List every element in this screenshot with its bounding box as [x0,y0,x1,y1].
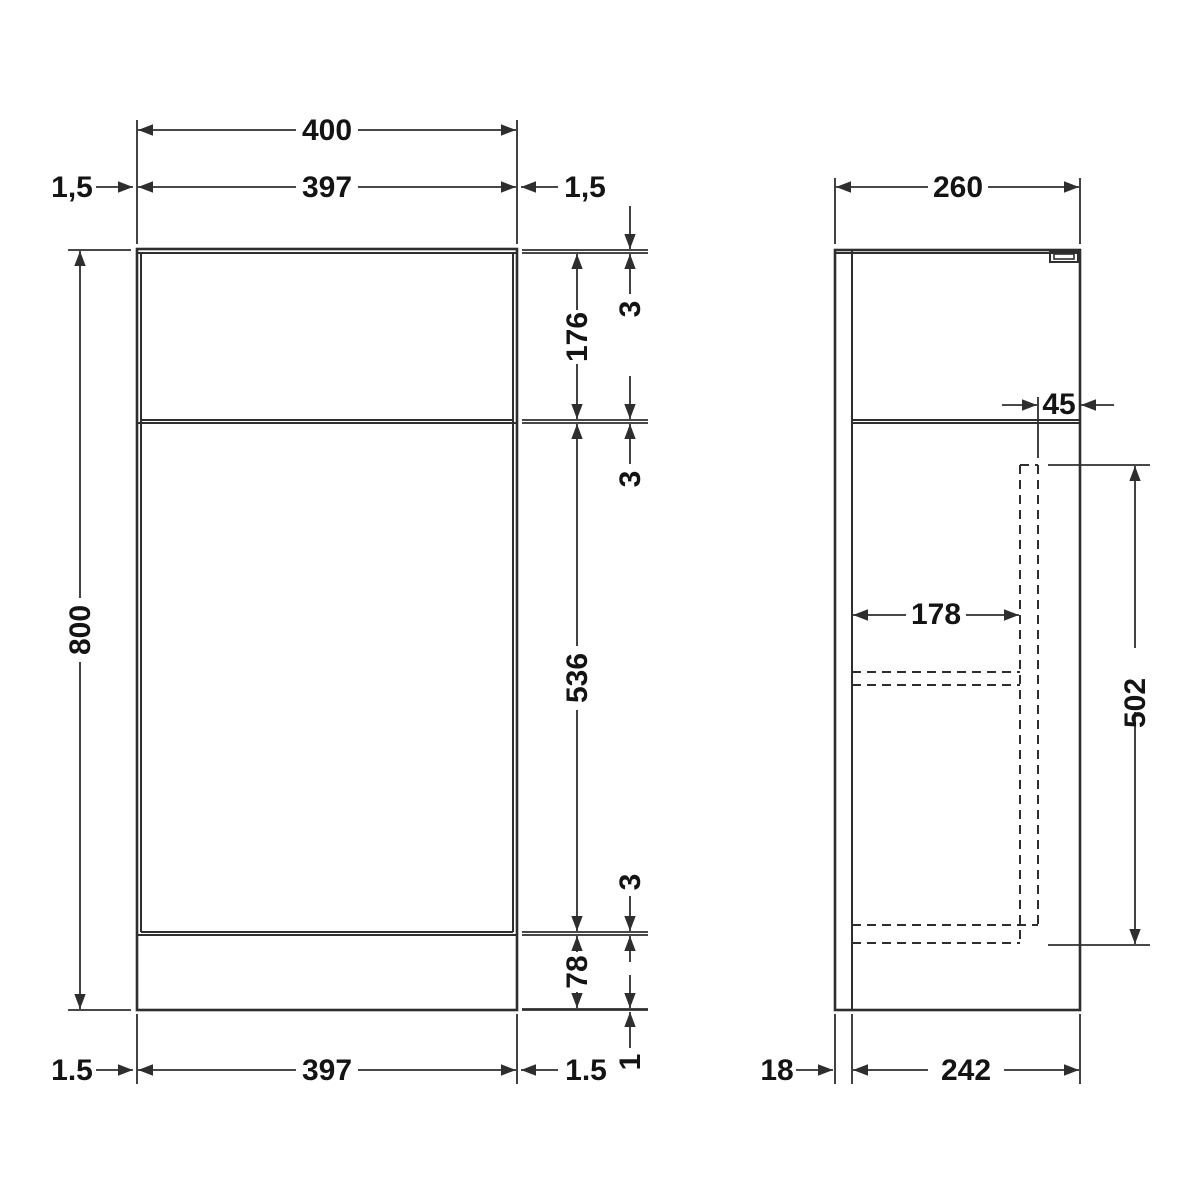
front-dim-inner-width-top: 397 [138,171,516,204]
side-dim-door-front-offset: 45 [1002,388,1114,421]
front-cabinet-outline [135,247,519,1012]
dim-label-lower-gap: 3 [614,874,647,891]
dim-label-base-depth: 242 [941,1054,991,1087]
front-cabinet-body [135,247,519,1012]
side-dim-overall-depth: 260 [836,171,1079,204]
dim-label-base-gap: 1 [614,1054,647,1071]
front-dim-top-panel-height: 176 [561,254,594,419]
front-dim-door-height: 536 [561,424,594,931]
dim-label-overall-height: 800 [64,605,97,655]
front-dim-inner-width-bottom: 397 [138,1054,516,1087]
front-view: 400 397 1,5 1,5 800 3 176 [51,114,648,1087]
front-dim-panel-thickness-bottom-right: 1.5 [521,1054,607,1087]
dim-label-internal-height: 502 [1119,678,1152,728]
side-dim-internal-height: 502 [1119,466,1152,944]
front-dim-base-gap: 1 [614,975,647,1070]
dim-label-panel-thickness-top-right: 1,5 [564,171,606,204]
front-dim-panel-thickness-top-right: 1,5 [521,171,606,204]
dim-label-plinth-height: 78 [561,955,594,988]
dim-label-door-front-offset: 45 [1042,388,1075,421]
front-dim-panel-thickness-bottom-left: 1.5 [51,1054,133,1087]
door-handle [1049,250,1079,263]
dim-label-panel-thickness-top-left: 1,5 [51,171,93,204]
side-cabinet-outline [833,248,1082,1012]
front-extension-lines [68,120,648,1084]
side-extension-lines [834,178,1150,1084]
dim-label-back-panel-thickness: 18 [760,1054,793,1087]
dim-label-upper-gap: 3 [614,471,647,488]
front-dim-lower-gap: 3 [614,874,647,962]
dim-label-inner-width-bottom: 397 [302,1054,352,1087]
dim-label-top-panel-height: 176 [561,312,594,362]
front-dim-top-gap: 3 [614,206,647,317]
dim-label-panel-thickness-bottom-left: 1.5 [51,1054,93,1087]
side-dim-back-panel-thickness: 18 [760,1054,833,1087]
side-dim-base-depth: 242 [853,1054,1079,1087]
front-dim-upper-gap: 3 [614,376,647,487]
front-dim-plinth-height: 78 [561,936,594,1008]
dim-label-panel-thickness-bottom-right: 1.5 [565,1054,607,1087]
dim-label-overall-depth: 260 [933,171,983,204]
side-dim-internal-depth: 178 [853,598,1019,631]
side-hidden-edges [852,464,1039,944]
dim-label-inner-width-top: 397 [302,171,352,204]
dim-label-top-gap: 3 [614,301,647,318]
dim-label-overall-width: 400 [302,114,352,147]
front-dim-panel-thickness-top-left: 1,5 [51,171,133,204]
side-cabinet-body [833,248,1082,1012]
front-dim-overall-width: 400 [138,114,516,147]
dim-label-door-height: 536 [561,653,594,703]
front-dim-overall-height: 800 [64,251,97,1009]
side-view: 260 45 178 502 18 242 [760,171,1152,1087]
dim-label-internal-depth: 178 [911,598,961,631]
